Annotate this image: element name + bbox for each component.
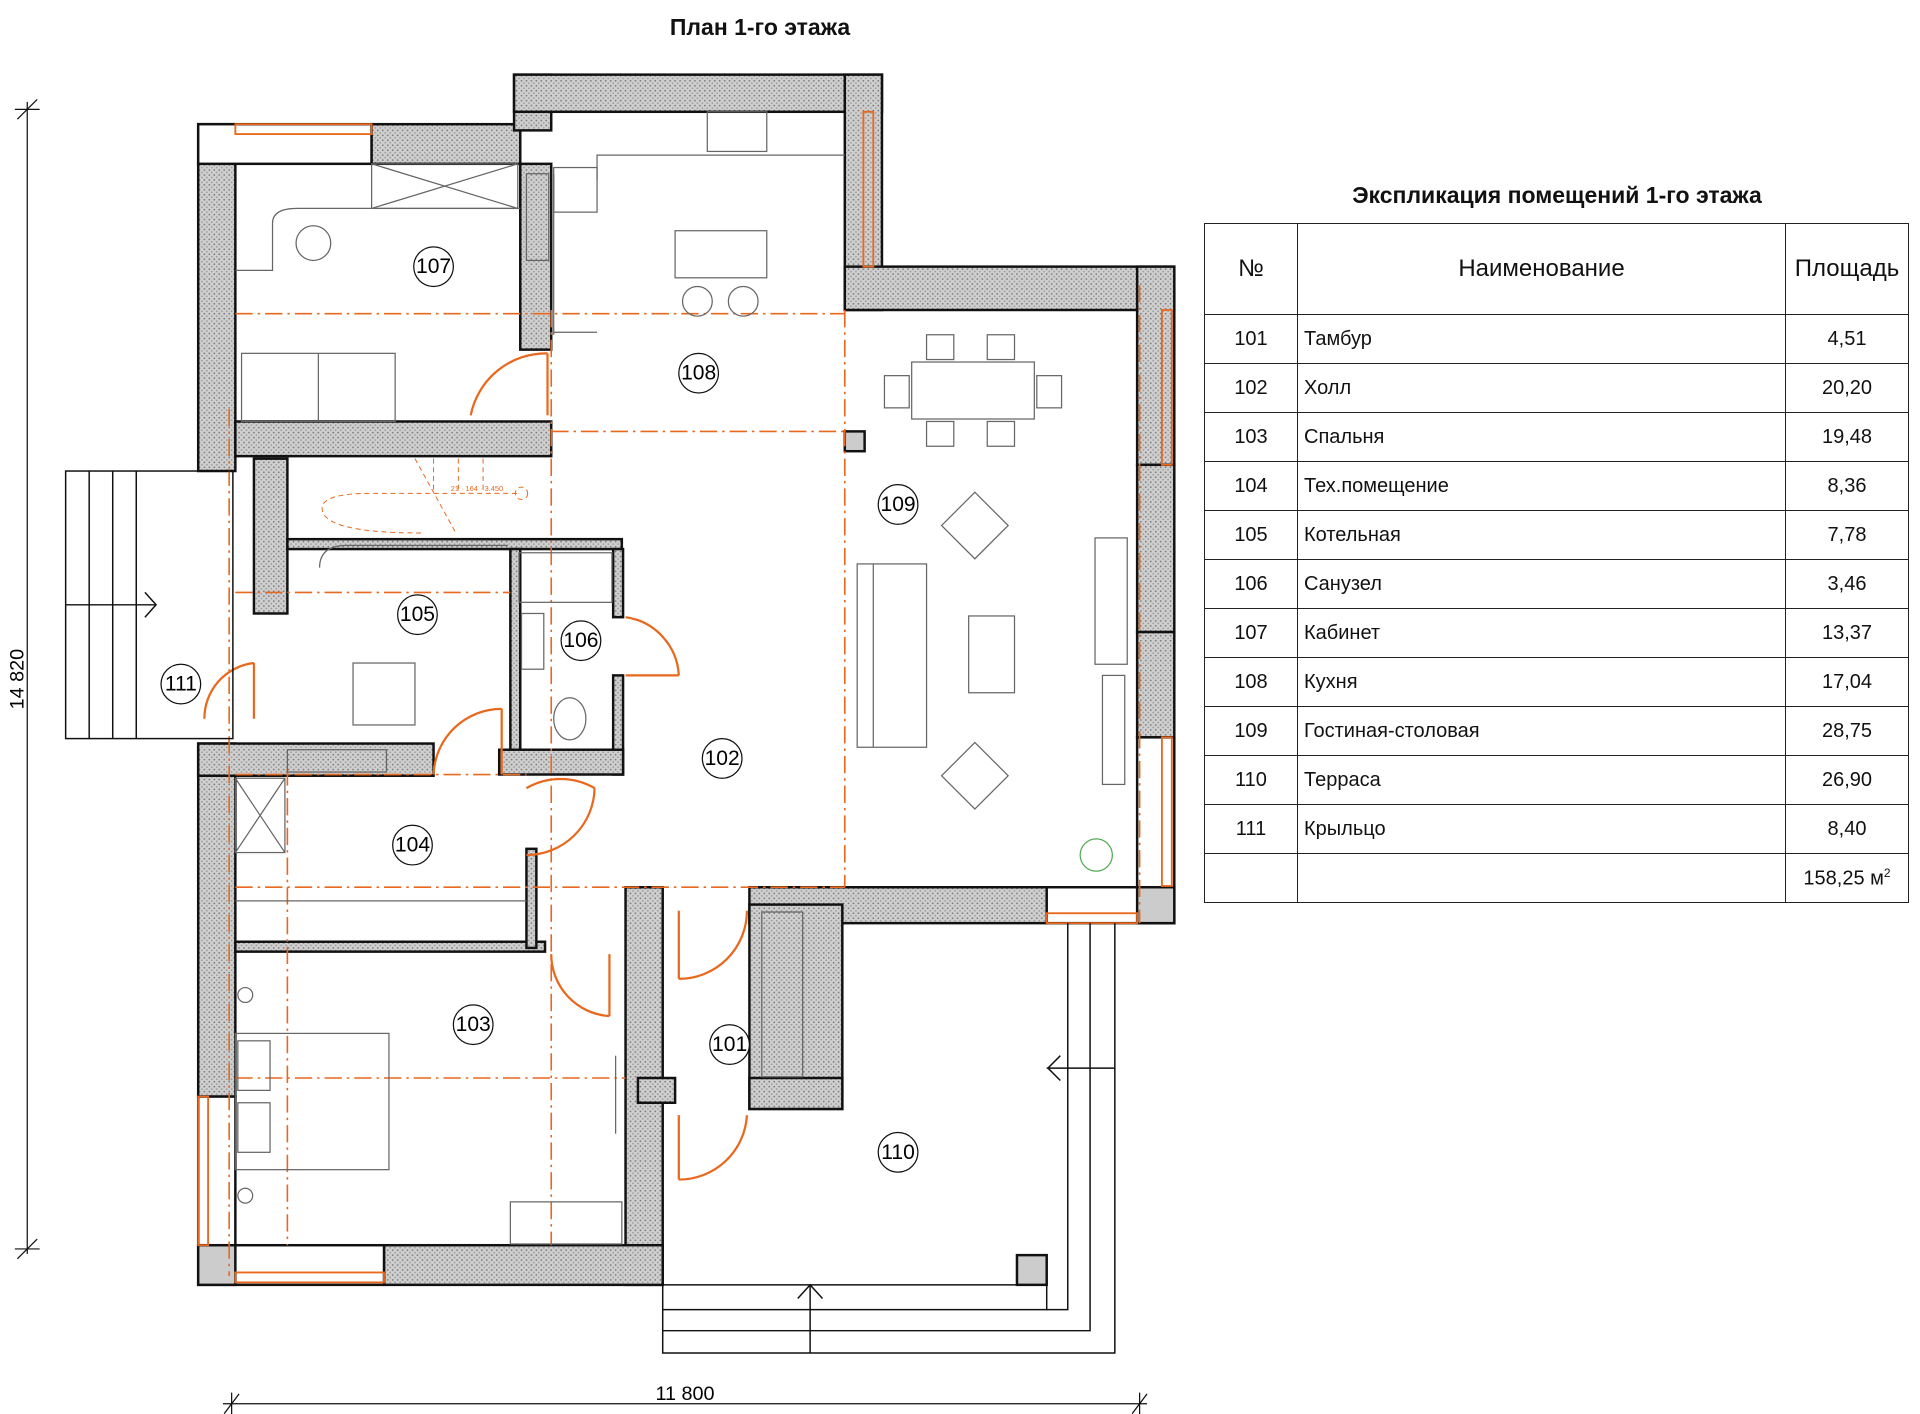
explication-title: Экспликация помещений 1-го этажа bbox=[1352, 182, 1762, 208]
room-tag-104[interactable]: 104 bbox=[392, 824, 433, 866]
cell-area: 26,90 bbox=[1785, 755, 1909, 805]
table-total-row: 158,25 м2 bbox=[1204, 853, 1909, 903]
cell-name: Котельная bbox=[1297, 510, 1786, 560]
svg-text:108: 108 bbox=[681, 362, 716, 385]
cell-name: Холл bbox=[1297, 363, 1786, 413]
cell-name: Гостиная-столовая bbox=[1297, 706, 1786, 756]
cell-area: 7,78 bbox=[1785, 510, 1909, 560]
cell-num: 110 bbox=[1204, 755, 1298, 805]
cell-num: 109 bbox=[1204, 706, 1298, 756]
room-tag-111[interactable]: 111 bbox=[160, 663, 202, 705]
room-tag-106[interactable]: 106 bbox=[560, 620, 602, 662]
svg-text:110: 110 bbox=[881, 1141, 915, 1164]
furniture bbox=[234, 111, 1128, 1245]
cell-name: Кухня bbox=[1297, 657, 1786, 707]
cell-num: 105 bbox=[1204, 510, 1298, 560]
porch-steps bbox=[64, 470, 234, 740]
cell-area: 20,20 bbox=[1785, 363, 1909, 413]
cell-area: 8,36 bbox=[1785, 461, 1909, 511]
header-area: Площадь bbox=[1785, 223, 1909, 315]
doors bbox=[203, 352, 749, 1181]
cell-name: Тамбур bbox=[1297, 314, 1786, 364]
grid-axes bbox=[228, 285, 1141, 1277]
cell-name: Крыльцо bbox=[1297, 804, 1786, 854]
stair-note: 21 · 164 · 3.450 bbox=[451, 484, 503, 493]
room-tag-101[interactable]: 101 bbox=[709, 1024, 751, 1065]
header-name: Наименование bbox=[1297, 223, 1786, 315]
svg-text:103: 103 bbox=[456, 1013, 491, 1036]
cell-area: 8,40 bbox=[1785, 804, 1909, 854]
cell-num: 111 bbox=[1204, 804, 1298, 854]
cell-area: 13,37 bbox=[1785, 608, 1909, 658]
cell-area: 3,46 bbox=[1785, 559, 1909, 609]
cell-area: 19,48 bbox=[1785, 412, 1909, 462]
dimension-height bbox=[14, 98, 40, 1260]
room-tag-103[interactable]: 103 bbox=[452, 1004, 494, 1046]
cell-area: 17,04 bbox=[1785, 657, 1909, 707]
terrace-steps bbox=[661, 923, 1116, 1354]
columns bbox=[196, 430, 1176, 1287]
room-tag-107[interactable]: 107 bbox=[413, 246, 454, 288]
svg-text:104: 104 bbox=[395, 834, 430, 857]
cell-name: Кабинет bbox=[1297, 608, 1786, 658]
dimension-width bbox=[222, 1392, 1148, 1414]
plan-title: План 1-го этажа bbox=[669, 14, 851, 40]
svg-text:106: 106 bbox=[563, 629, 598, 652]
total-area: 158,25 м2 bbox=[1785, 853, 1909, 903]
table-header: № Наименование Площадь bbox=[1204, 223, 1909, 315]
room-tag-109[interactable]: 109 bbox=[877, 484, 919, 525]
cell-name: Терраса bbox=[1297, 755, 1786, 805]
room-tag-105[interactable]: 105 bbox=[397, 594, 438, 636]
dimension-height-label: 14 820 bbox=[7, 649, 29, 710]
cell-num: 104 bbox=[1204, 461, 1298, 511]
header-num: № bbox=[1204, 223, 1298, 315]
room-tag-108[interactable]: 108 bbox=[678, 352, 720, 394]
svg-text:102: 102 bbox=[705, 747, 740, 770]
cell-name: Тех.помещение bbox=[1297, 461, 1786, 511]
svg-text:101: 101 bbox=[712, 1033, 747, 1056]
cell-name: Санузел bbox=[1297, 559, 1786, 609]
cell-num: 102 bbox=[1204, 363, 1298, 413]
cell-area: 4,51 bbox=[1785, 314, 1909, 364]
cell-area: 28,75 bbox=[1785, 706, 1909, 756]
windows bbox=[197, 110, 1173, 1284]
cell-num: 107 bbox=[1204, 608, 1298, 658]
dimension-width-label: 11 800 bbox=[655, 1383, 714, 1405]
cell-name: Спальня bbox=[1297, 412, 1786, 462]
cell-num: 106 bbox=[1204, 559, 1298, 609]
cell-num: 103 bbox=[1204, 412, 1298, 462]
svg-text:105: 105 bbox=[400, 603, 435, 626]
svg-text:107: 107 bbox=[416, 255, 451, 278]
cell-num: 108 bbox=[1204, 657, 1298, 707]
svg-text:109: 109 bbox=[881, 493, 916, 516]
svg-text:111: 111 bbox=[165, 673, 197, 696]
room-tag-110[interactable]: 110 bbox=[877, 1131, 919, 1173]
walls bbox=[196, 73, 1176, 1287]
cell-num: 101 bbox=[1204, 314, 1298, 364]
staircase bbox=[321, 458, 529, 534]
room-tag-102[interactable]: 102 bbox=[701, 737, 743, 779]
